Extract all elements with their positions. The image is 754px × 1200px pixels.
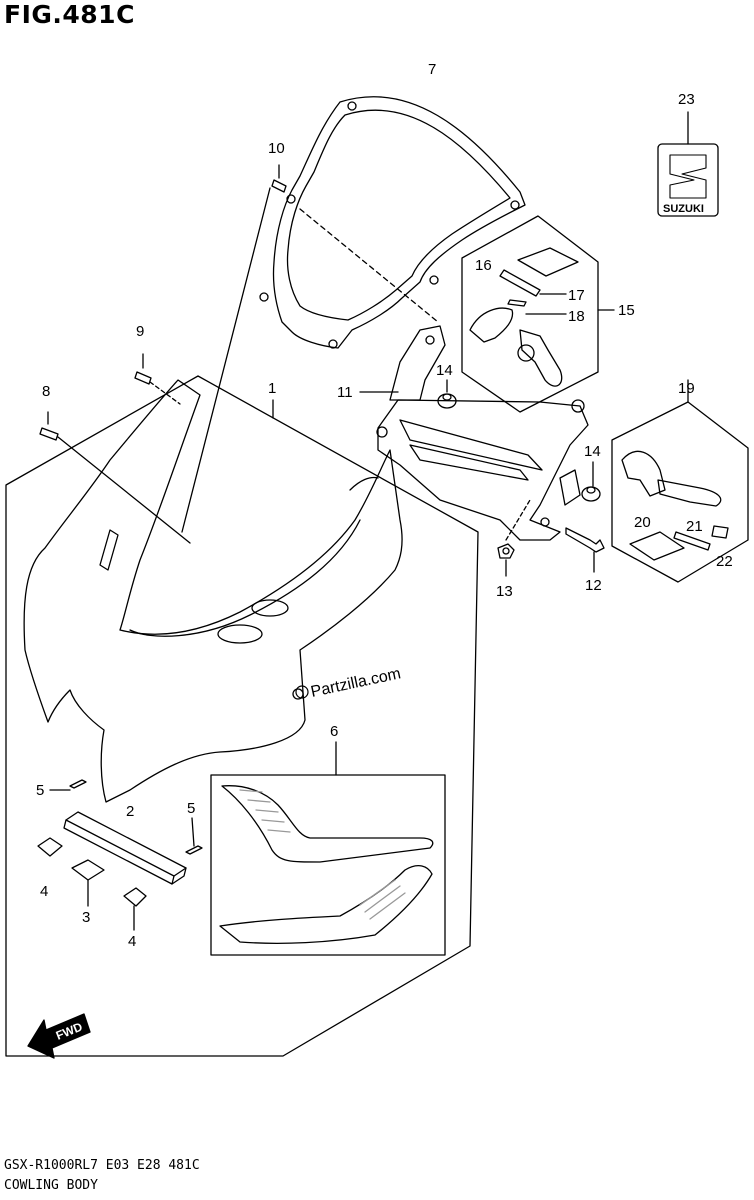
nut-13 [497,543,515,559]
model-code-label: GSX-R1000RL7 E03 E28 481C [4,1158,200,1173]
front-cowl-part [23,379,403,803]
figure-title: FIG.481C [4,0,135,29]
screw-8 [39,411,59,441]
screw-9 [134,353,152,385]
screw-10 [271,164,287,193]
side-cover-upper [221,785,434,863]
callout-5-right: 5 [187,800,195,817]
pad-3 [71,859,105,881]
callout-16: 16 [475,257,492,274]
seal-strip-2 [63,811,187,885]
callout-labels: 1 2 3 4 4 5 5 6 7 8 9 10 11 12 13 14 14 … [36,61,733,950]
guide-line-9 [149,381,181,405]
windscreen-part [259,96,526,349]
bolt-12 [565,527,605,553]
callout-15: 15 [618,302,635,319]
callout-12: 12 [585,577,602,594]
guide-line-10 [181,187,271,533]
cowling-assembly-frame [5,375,479,1057]
kit-19-parts [621,450,729,561]
dashed-guide-windscreen [299,208,439,323]
callout-14-upper: 14 [436,362,453,379]
callout-19: 19 [678,380,695,397]
callout-10: 10 [268,140,285,157]
callout-3: 3 [82,909,90,926]
side-cover-lower [219,864,433,944]
grommet-14-upper [437,393,457,409]
callout-20: 20 [634,514,651,531]
callout-8: 8 [42,383,50,400]
callout-9: 9 [136,323,144,340]
figure-caption: COWLING BODY [4,1178,98,1193]
callout-22: 22 [716,553,733,570]
dashed-guide-13 [505,499,531,541]
grommet-14-lower [581,486,601,502]
callout-1: 1 [268,380,276,397]
pad-4-right [123,887,147,907]
guide-line-8 [57,436,191,544]
watermark: Partzilla.com [295,665,402,701]
kit-15-frame [461,215,599,413]
side-cover-group-box [210,774,446,956]
screen-bracket-part [376,325,589,541]
callout-21: 21 [686,518,703,535]
callout-13: 13 [496,583,513,600]
emblem-label: SUZUKI [663,203,704,215]
callout-23: 23 [678,91,695,108]
callout-2: 2 [126,803,134,820]
pad-4-left [37,837,63,857]
callout-7: 7 [428,61,436,78]
kit-15-parts [469,247,579,387]
callout-18: 18 [568,308,585,325]
cushion-5-left [69,779,87,789]
callout-14-lower: 14 [584,443,601,460]
leader-5b [191,817,195,847]
watermark-text: Partzilla.com [309,665,402,701]
callout-17: 17 [568,287,585,304]
fwd-arrow-icon [27,1013,91,1059]
callout-6: 6 [330,723,338,740]
cushion-5-right [185,845,203,855]
callout-4-left: 4 [40,883,48,900]
callout-5-left: 5 [36,782,44,799]
callout-4-right: 4 [128,933,136,950]
callout-11: 11 [337,384,353,401]
